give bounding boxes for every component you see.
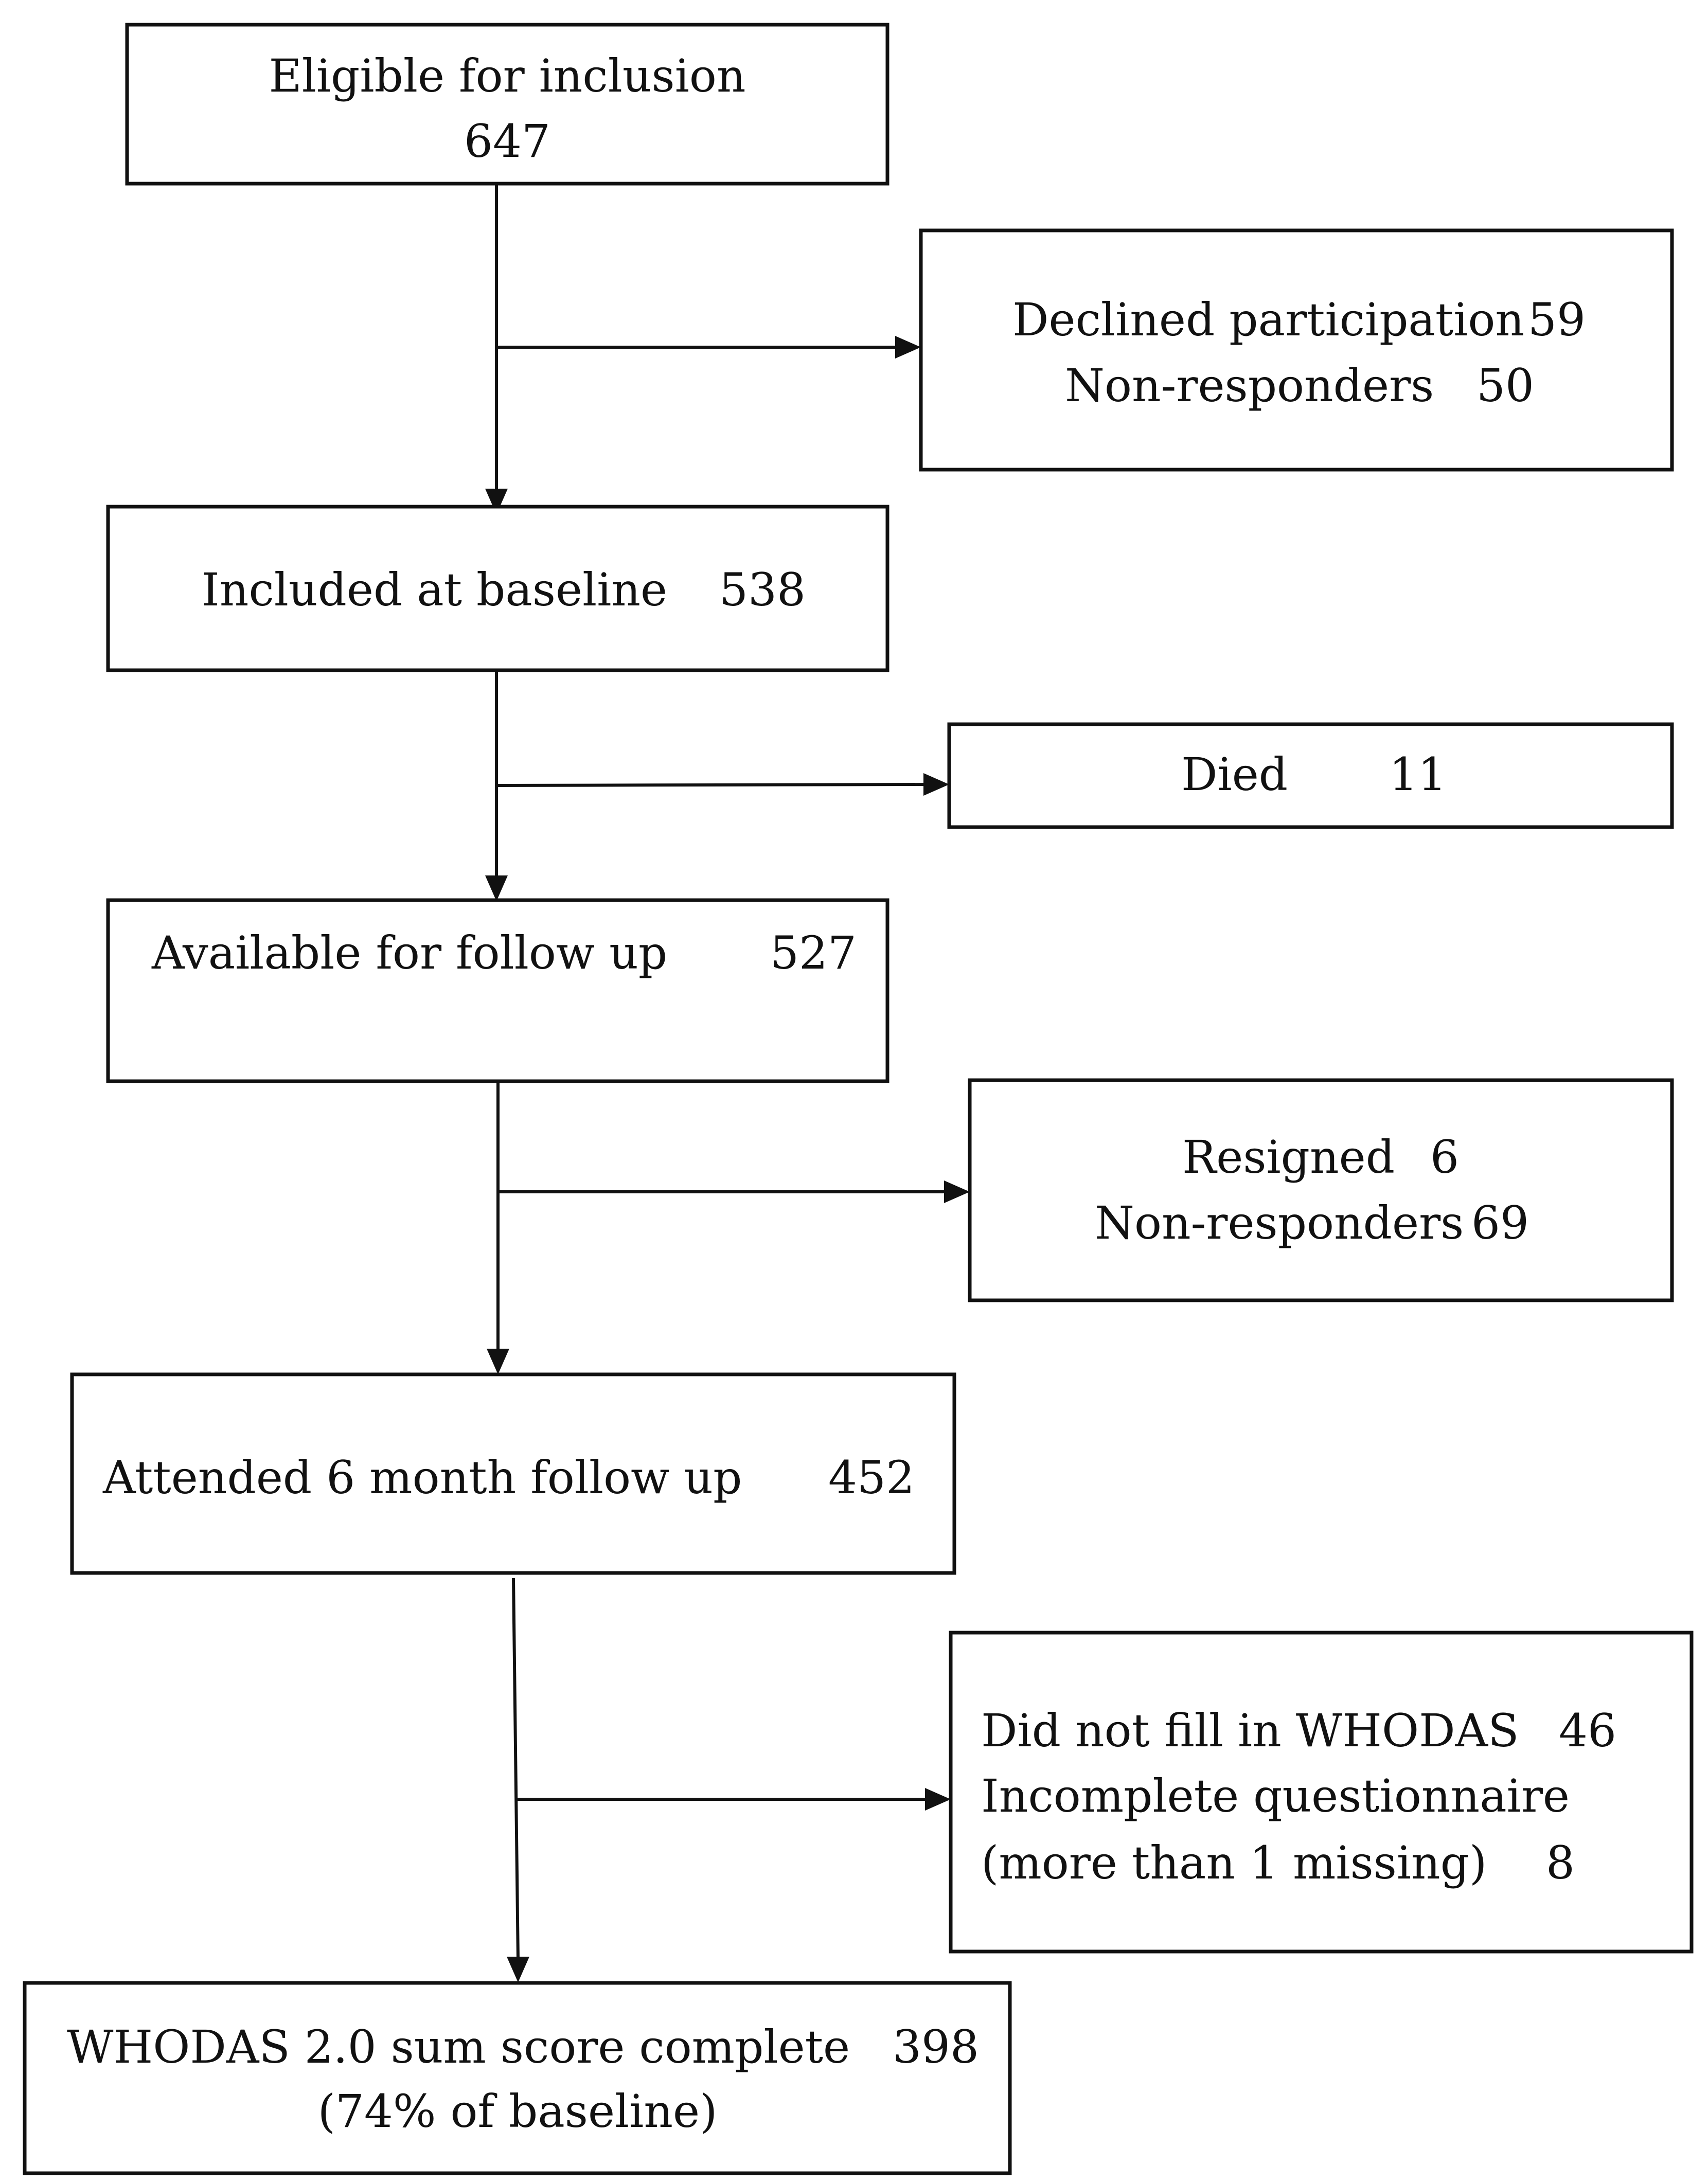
box-died: Died 11 [947,722,1674,829]
arrowhead-down-included [485,489,508,514]
box-excluded-baseline-frame [919,228,1674,472]
arrowhead-down-attended [487,1349,509,1374]
available-label: Available for follow up [151,926,667,979]
box-available: Available for follow up 527 [106,898,889,1083]
declined-label: Declined participation [1012,293,1524,346]
died-count: 11 [1389,748,1447,801]
box-included-frame [106,505,889,672]
box-included: Included at baseline 538 [106,505,889,672]
arrowhead-right-resigned [944,1180,970,1203]
included-label: Included at baseline [202,563,667,616]
connectors [485,184,970,1982]
complete-count: 398 [893,2020,979,2073]
incomplete-count: 8 [1546,1836,1575,1889]
arrowhead-down-available [485,875,508,901]
arrowhead-right-whodas [925,1788,951,1811]
arrowhead-right-died [923,773,949,796]
nonresponders-followup-count: 69 [1471,1196,1529,1249]
box-complete: WHODAS 2.0 sum score complete 398 (74% o… [23,1981,1012,2175]
resigned-label: Resigned [1182,1131,1395,1184]
box-attended-frame [70,1372,956,1575]
not-filled-count: 46 [1559,1704,1616,1757]
declined-count: 59 [1528,293,1586,346]
branch-line-died [496,783,929,787]
flow-line-attended-to-complete [512,1578,520,1961]
box-died-frame [947,722,1674,829]
nonresponders-baseline-label: Non-responders [1065,359,1434,412]
arrowhead-right-declined [895,336,921,359]
more-than-one-missing-label: (more than 1 missing) [981,1836,1487,1889]
available-count: 527 [770,926,857,979]
complete-note: (74% of baseline) [318,2085,718,2138]
not-filled-label: Did not fill in WHODAS [981,1704,1519,1757]
box-available-frame [106,898,889,1083]
nonresponders-followup-label: Non-responders [1095,1196,1464,1249]
box-excluded-followup-frame [968,1078,1674,1302]
box-excluded-baseline: Declined participation 59 Non-responders… [919,228,1674,472]
attended-count: 452 [828,1451,915,1504]
box-attended: Attended 6 month follow up 452 [70,1372,956,1575]
died-label: Died [1181,748,1288,801]
box-excluded-followup: Resigned 6 Non-responders 69 [968,1078,1674,1302]
incomplete-label: Incomplete questionnaire [981,1769,1570,1822]
arrowhead-down-complete [507,1957,529,1982]
box-eligible-frame [125,23,889,186]
included-count: 538 [719,563,806,616]
eligible-count: 647 [464,115,550,168]
eligible-label: Eligible for inclusion [269,49,745,102]
complete-label: WHODAS 2.0 sum score complete [67,2020,850,2073]
box-excluded-whodas: Did not fill in WHODAS 46 Incomplete que… [949,1631,1694,1954]
box-eligible: Eligible for inclusion 647 [125,23,889,186]
box-complete-frame [23,1981,1012,2175]
box-excluded-whodas-frame [949,1631,1694,1954]
nonresponders-baseline-count: 50 [1476,359,1534,412]
resigned-count: 6 [1430,1131,1459,1184]
attended-label: Attended 6 month follow up [102,1451,742,1504]
